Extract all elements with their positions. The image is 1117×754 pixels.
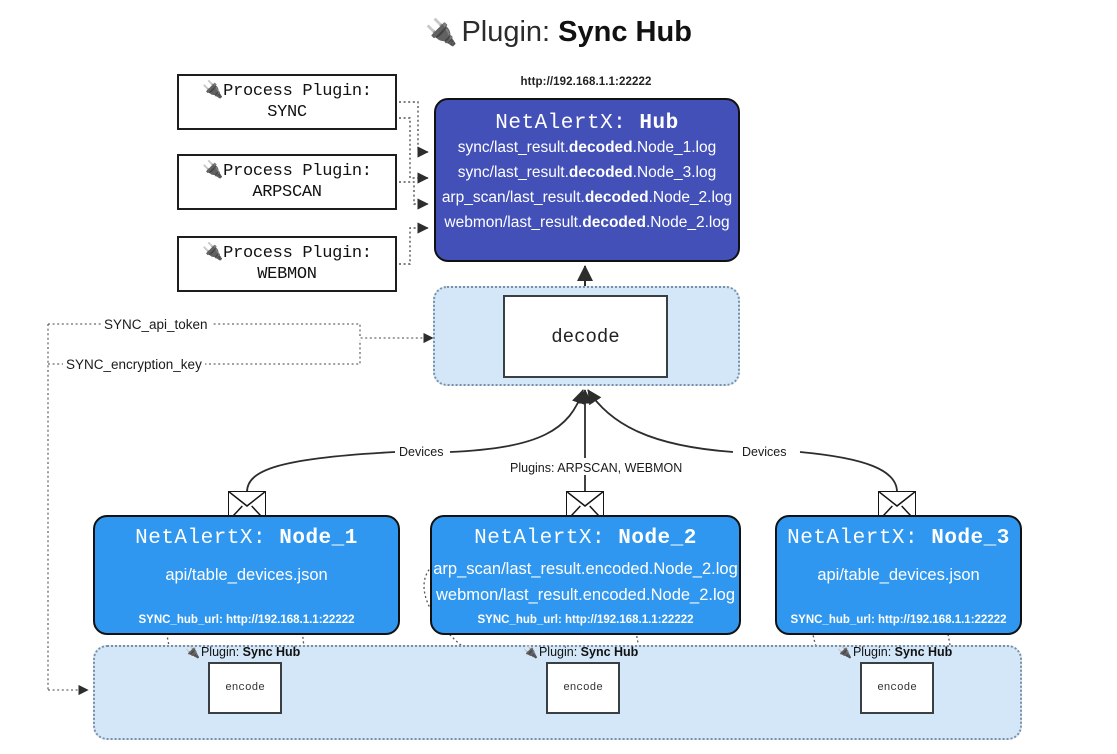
process-plugin-arpscan-box[interactable]: 🔌Process Plugin: ARPSCAN [177,154,397,210]
edge-sync-to-hub [399,101,429,158]
plug-icon: 🔌 [837,645,852,659]
hub-row-mid: decoded [568,139,633,156]
encoder-plugin-label: 🔌Plugin: Sync Hub [185,645,300,659]
plug-icon: 🔌 [523,645,538,659]
node-box-node-2[interactable]: NetAlertX: Node_2 arp_scan/last_result.e… [430,515,741,635]
node-hub-url: SYNC_hub_url: http://192.168.1.1:22222 [477,614,694,626]
plug-icon: 🔌 [202,161,224,181]
node-box-node-3[interactable]: NetAlertX: Node_3 api/table_devices.json… [775,515,1022,635]
sync-api-token-label: SYNC_api_token [101,317,211,332]
plug-icon: 🔌 [185,645,200,659]
hub-log-row: sync/last_result.decoded.Node_3.log [436,160,738,185]
node-hub-url: SYNC_hub_url: http://192.168.1.1:22222 [790,614,1007,626]
encoder-plugin-name: Sync Hub [894,645,953,659]
node-title-prefix: NetAlertX: [787,527,919,550]
node-title-prefix: NetAlertX: [135,527,267,550]
node-title-name: Node_3 [931,527,1010,550]
edge-sync-to-hub-2 [399,117,429,184]
page-title: 🔌Plugin: Sync Hub [0,16,1117,49]
hub-title-name: Hub [639,112,679,135]
node-line: arp_scan/last_result.encoded.Node_2.log [433,560,738,578]
node-title-prefix: NetAlertX: [474,527,606,550]
process-plugin-name: SYNC [267,103,307,122]
node-line: api/table_devices.json [817,566,980,584]
encoder-plugin-name: Sync Hub [580,645,639,659]
title-name: Sync Hub [558,16,692,48]
hub-title-prefix: NetAlertX: [495,112,627,135]
encode-box-node-3[interactable]: encode [860,662,934,714]
edge-webmon-to-hub [399,222,429,265]
hub-row-mid: decoded [584,189,649,207]
hub-row-post: .Node_1.log [632,139,717,156]
node-title-name: Node_1 [279,527,358,550]
node-title: NetAlertX: Node_2 [432,527,739,550]
process-plugin-label: Process Plugin: [223,81,372,101]
hub-row-post: .Node_2.log [648,189,733,207]
process-plugin-name: WEBMON [257,265,317,284]
edge-label-plugins: Plugins: ARPSCAN, WEBMON [506,461,687,475]
node-title-name: Node_2 [618,527,697,550]
node-line: webmon/last_result.encoded.Node_2.log [435,586,736,605]
plug-icon: 🔌 [202,243,224,263]
sync-encryption-key-label: SYNC_encryption_key [63,357,205,372]
hub-row-pre: sync/last_result. [457,139,569,156]
node-line: api/table_devices.json [165,566,328,584]
edge-left-into-decode [449,389,586,453]
edge-arpscan-to-hub [399,181,429,210]
encoder-plugin-prefix: Plugin: [200,645,240,659]
hub-row-post: .Node_2.log [645,214,730,232]
hub-log-row: webmon/last_result.decoded.Node_2.log [436,210,738,235]
encode-box-node-1[interactable]: encode [208,662,282,714]
node-title: NetAlertX: Node_1 [95,527,398,550]
hub-row-pre: sync/last_result. [457,164,569,182]
encoder-plugin-label: 🔌Plugin: Sync Hub [523,645,638,659]
hub-row-pre: arp_scan/last_result. [441,189,585,207]
node-title: NetAlertX: Node_3 [777,527,1020,550]
process-plugin-label: Process Plugin: [223,161,372,181]
hub-row-post: .Node_3.log [632,164,717,182]
node-box-node-1[interactable]: NetAlertX: Node_1 api/table_devices.json… [93,515,400,635]
process-plugin-name: ARPSCAN [252,183,322,202]
edge-node1-devices [246,451,396,493]
hub-title: NetAlertX: Hub [436,112,738,135]
process-plugin-sync-box[interactable]: 🔌Process Plugin: SYNC [177,74,397,130]
plug-icon: 🔌 [202,81,224,101]
process-plugin-webmon-box[interactable]: 🔌Process Plugin: WEBMON [177,236,397,292]
title-prefix: Plugin: [461,16,551,48]
plug-icon: 🔌 [425,17,458,47]
encoder-plugin-prefix: Plugin: [538,645,578,659]
hub-url-label: http://192.168.1.1:22222 [520,76,652,88]
encoder-plugin-name: Sync Hub [242,645,301,659]
hub-row-mid: decoded [568,164,633,182]
edge-label-devices-right: Devices [738,445,791,459]
hub-row-pre: webmon/last_result. [444,214,583,232]
node-hub-url: SYNC_hub_url: http://192.168.1.1:22222 [138,614,355,626]
edge-node3-devices [799,451,898,493]
hub-node-box[interactable]: NetAlertX: Hub sync/last_result.decoded.… [434,98,740,262]
decode-box[interactable]: decode [503,295,668,378]
hub-log-row: sync/last_result.decoded.Node_1.log [436,135,738,160]
encoder-plugin-label: 🔌Plugin: Sync Hub [837,645,952,659]
process-plugin-label: Process Plugin: [223,243,372,263]
hub-log-row: arp_scan/last_result.decoded.Node_2.log [436,185,738,210]
edge-label-devices-left: Devices [395,445,448,459]
encode-box-node-2[interactable]: encode [546,662,620,714]
hub-row-mid: decoded [582,214,646,232]
edge-right-into-decode [587,389,734,453]
encoder-plugin-prefix: Plugin: [852,645,892,659]
